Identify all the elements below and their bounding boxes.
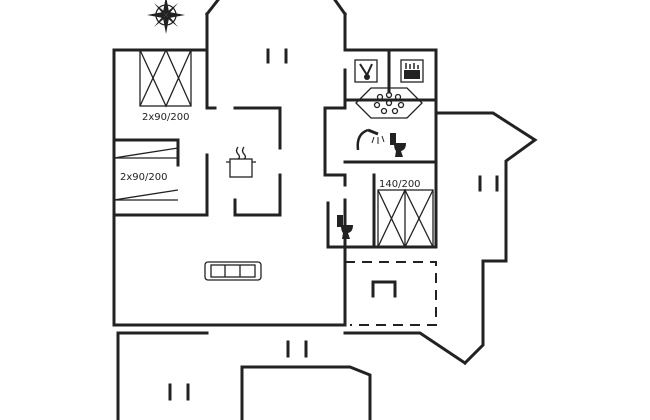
compass-rose-icon: [147, 0, 185, 34]
bed-middle: [113, 147, 179, 201]
bed-top: [139, 48, 192, 108]
sauna-icon: [354, 59, 378, 83]
window-marks: [168, 48, 499, 401]
bed-label-middle: 2x90/200: [120, 172, 168, 183]
sofa-icon: [204, 261, 262, 281]
shower-icon: [356, 128, 385, 151]
whirlpool-icon: [355, 87, 423, 119]
spa-icon: [400, 59, 424, 83]
bed-label-double: 140/200: [379, 179, 421, 190]
cooking-pot-icon: [226, 146, 256, 178]
terrace-outline: [116, 111, 538, 420]
toilet-icon: [390, 133, 406, 157]
interior-walls: [112, 48, 438, 249]
bed-label-top: 2x90/200: [142, 112, 190, 123]
toilet-icon: [337, 215, 353, 239]
bed-double: [377, 188, 434, 249]
